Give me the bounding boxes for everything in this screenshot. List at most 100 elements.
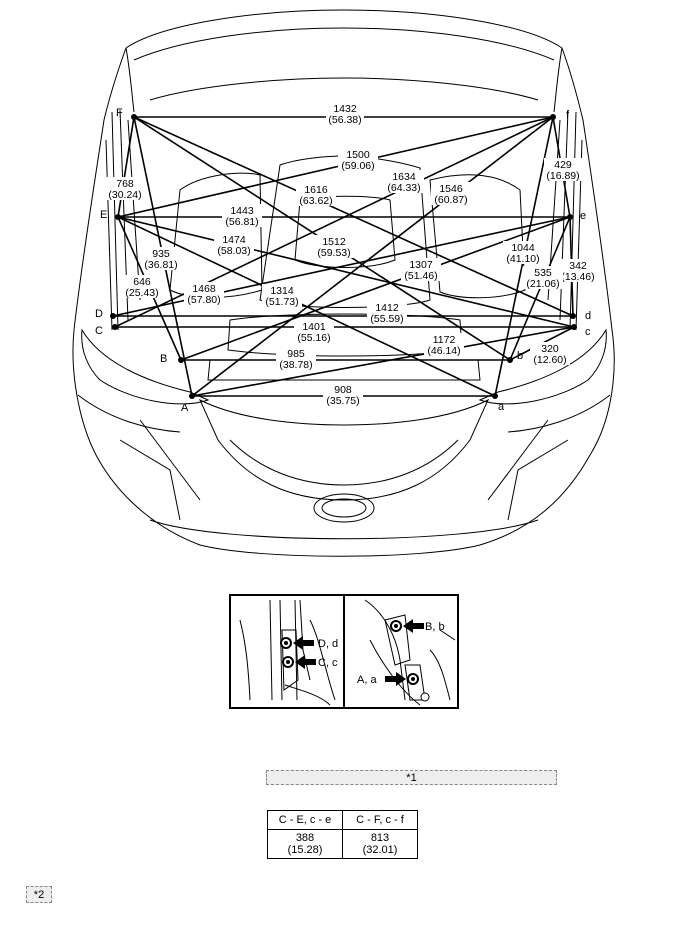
svg-text:(63.62): (63.62)	[299, 195, 332, 207]
bolt-icon	[420, 692, 430, 702]
line-E-a	[117, 216, 496, 397]
svg-text:1432: 1432	[333, 103, 357, 115]
dim-C-f: 1634 (64.33)	[384, 170, 424, 194]
dim-E-c: 1474 (58.03)	[214, 233, 254, 257]
dim-A-a: 908 (35.75)	[323, 383, 363, 407]
dim-C-c: 1401 (55.16)	[294, 320, 334, 344]
dim-b-e: 535 (21.06)	[523, 266, 563, 290]
dim-F-d: 1616 (63.62)	[296, 183, 336, 207]
dim-F-A: 935 (36.81)	[142, 247, 180, 271]
svg-text:429: 429	[554, 159, 572, 171]
svg-text:1307: 1307	[409, 259, 433, 271]
svg-text:1044: 1044	[511, 242, 535, 254]
arrow-icon	[385, 672, 406, 686]
arrow-icon	[295, 655, 316, 669]
dim-d-e: 342 (13.46)	[558, 259, 598, 283]
dim-b-c: 320 (12.60)	[530, 342, 570, 366]
label-c: c	[585, 326, 591, 338]
label-D: D	[95, 308, 103, 320]
label-f: f	[566, 109, 570, 121]
spec-header-1: C - E, c - e	[267, 810, 343, 830]
svg-text:320: 320	[541, 343, 559, 355]
spec-mm-2: 813	[370, 832, 390, 844]
svg-text:(41.10): (41.10)	[506, 253, 539, 265]
detail-left-hinge	[239, 599, 336, 706]
point-f	[550, 114, 556, 120]
svg-text:(59.53): (59.53)	[317, 247, 350, 259]
svg-text:(30.24): (30.24)	[108, 189, 141, 201]
point-b	[507, 357, 513, 363]
dim-E-f: 1500 (59.06)	[338, 148, 378, 172]
svg-text:(51.46): (51.46)	[404, 270, 437, 282]
svg-text:1412: 1412	[375, 302, 399, 314]
label-A: A	[181, 402, 189, 414]
point-E	[115, 214, 121, 220]
dim-E-a: 1314 (51.73)	[262, 284, 302, 308]
line-E-f	[117, 116, 554, 218]
dim-a-f: 1044 (41.10)	[503, 241, 543, 265]
detail-label-aa: A, a	[357, 674, 377, 686]
point-C	[112, 324, 118, 330]
svg-text:(46.14): (46.14)	[427, 345, 460, 357]
point-e	[567, 214, 573, 220]
spec-cell-2: 813 (32.01)	[342, 829, 418, 859]
svg-text:(12.60): (12.60)	[533, 354, 566, 366]
svg-text:935: 935	[152, 248, 170, 260]
line-E-c	[117, 216, 575, 328]
svg-text:1634: 1634	[392, 171, 416, 183]
point-d	[570, 313, 576, 319]
svg-text:(16.89): (16.89)	[546, 170, 579, 182]
svg-text:(38.78): (38.78)	[279, 359, 312, 371]
detail-label-dd: D, d	[318, 638, 338, 650]
dim-E-B: 646 (25.43)	[123, 275, 161, 299]
label-e: e	[580, 210, 586, 222]
svg-text:(56.81): (56.81)	[225, 216, 258, 228]
line-F-E	[117, 116, 135, 218]
svg-text:1512: 1512	[322, 236, 346, 248]
svg-text:985: 985	[287, 348, 305, 360]
line-B-e	[180, 216, 571, 361]
svg-text:(59.06): (59.06)	[341, 160, 374, 172]
spec-mm-1: 388	[295, 832, 315, 844]
measurement-points	[110, 114, 577, 399]
label-F: F	[116, 107, 123, 119]
dim-E-e: 1443 (56.81)	[222, 204, 262, 228]
line-A-f	[191, 116, 554, 397]
point-c	[571, 324, 577, 330]
point-labels: F f E e D d C c B b A a	[95, 107, 591, 414]
svg-text:(55.59): (55.59)	[370, 313, 403, 325]
dimension-labels: 1432 (56.38) 1500 (59.06) 1616 (63.62) 1…	[106, 102, 598, 407]
svg-text:1474: 1474	[222, 234, 246, 246]
svg-text:(60.87): (60.87)	[434, 194, 467, 206]
svg-text:(56.38): (56.38)	[328, 114, 361, 126]
label-a: a	[498, 401, 505, 413]
label-C: C	[95, 325, 103, 337]
dim-D-d: 1412 (55.59)	[367, 301, 407, 325]
svg-text:342: 342	[569, 260, 587, 272]
svg-text:(25.43): (25.43)	[125, 287, 158, 299]
label-E: E	[100, 209, 107, 221]
svg-text:(36.81): (36.81)	[144, 259, 177, 271]
svg-text:535: 535	[534, 267, 552, 279]
arrow-icon	[403, 619, 424, 633]
vehicle-outline	[72, 9, 615, 557]
label-B: B	[160, 353, 167, 365]
spec-cell-1: 388 (15.28)	[267, 829, 343, 859]
line-A-c	[191, 326, 575, 397]
svg-text:(57.80): (57.80)	[187, 294, 220, 306]
point-D	[110, 313, 116, 319]
measurement-lines	[112, 116, 575, 397]
svg-text:(58.03): (58.03)	[217, 245, 250, 257]
spec-header-2: C - F, c - f	[342, 810, 418, 830]
svg-text:1314: 1314	[270, 285, 294, 297]
dim-A-c: 1172 (46.14)	[424, 333, 464, 357]
line-C-f	[114, 116, 554, 328]
label-d: d	[585, 310, 591, 322]
caption-1: *1	[266, 770, 557, 785]
svg-text:(64.33): (64.33)	[387, 182, 420, 194]
spec-in-1: (15.28)	[287, 844, 323, 856]
svg-text:1616: 1616	[304, 184, 328, 196]
svg-text:908: 908	[334, 384, 352, 396]
svg-text:(55.16): (55.16)	[297, 332, 330, 344]
